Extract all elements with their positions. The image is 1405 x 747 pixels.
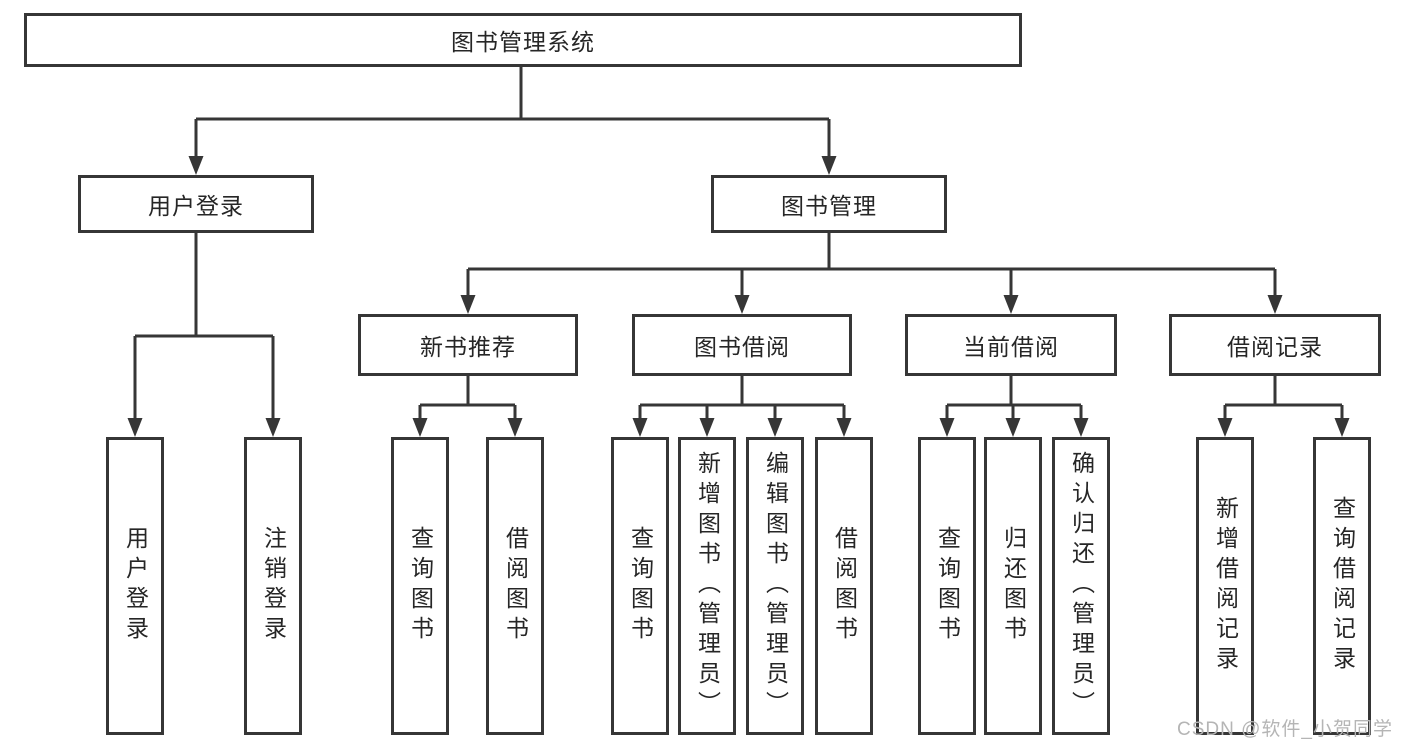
node-current-borrowing-label: 当前借阅	[963, 334, 1059, 360]
leaf-edit-book-admin-label: 编辑图书（管理员）	[762, 451, 789, 721]
leaf-return-books: 归还图书	[984, 437, 1042, 735]
leaf-query-borrow-record: 查询借阅记录	[1313, 437, 1371, 735]
leaf-logout-label: 注销登录	[260, 526, 287, 646]
node-book-borrowing-label: 图书借阅	[694, 334, 790, 360]
node-current-borrowing: 当前借阅	[905, 314, 1117, 376]
leaf-add-book-admin-label: 新增图书（管理员）	[694, 451, 721, 721]
node-library-management-system-label: 图书管理系统	[451, 29, 595, 55]
leaf-add-borrow-record-label: 新增借阅记录	[1212, 496, 1239, 676]
leaf-user-login: 用户登录	[106, 437, 164, 735]
node-borrowing-records: 借阅记录	[1169, 314, 1381, 376]
leaf-query-books-recommendation-label: 查询图书	[407, 526, 434, 646]
leaf-edit-book-admin: 编辑图书（管理员）	[746, 437, 804, 735]
node-new-book-recommendation-label: 新书推荐	[420, 334, 516, 360]
connector-current-borrowing-children	[939, 376, 1089, 437]
connector-book-borrowing-children	[632, 376, 852, 437]
node-borrowing-records-label: 借阅记录	[1227, 334, 1323, 360]
leaf-query-borrow-record-label: 查询借阅记录	[1329, 496, 1356, 676]
leaf-logout: 注销登录	[244, 437, 302, 735]
node-user-login-label: 用户登录	[148, 193, 244, 219]
leaf-return-books-label: 归还图书	[1000, 526, 1027, 646]
leaf-user-login-label: 用户登录	[122, 526, 149, 646]
connector-root-to-level2	[188, 67, 837, 175]
leaf-confirm-return-admin: 确认归还（管理员）	[1052, 437, 1110, 735]
connector-book-management-children	[460, 233, 1283, 314]
leaf-borrow-books-borrowing: 借阅图书	[815, 437, 873, 735]
leaf-query-books-borrowing-label: 查询图书	[627, 526, 654, 646]
node-library-management-system: 图书管理系统	[24, 13, 1022, 67]
leaf-confirm-return-admin-label: 确认归还（管理员）	[1068, 451, 1095, 721]
leaf-query-books-current: 查询图书	[918, 437, 976, 735]
node-book-borrowing: 图书借阅	[632, 314, 852, 376]
leaf-add-borrow-record: 新增借阅记录	[1196, 437, 1254, 735]
connector-borrowing-records-children	[1217, 376, 1350, 437]
connector-user-login-children	[127, 233, 281, 437]
leaf-query-books-recommendation: 查询图书	[391, 437, 449, 735]
leaf-borrow-books-borrowing-label: 借阅图书	[831, 526, 858, 646]
leaf-query-books-current-label: 查询图书	[934, 526, 961, 646]
csdn-watermark: CSDN @软件_小贺同学	[1177, 719, 1393, 740]
leaf-borrow-books-recommendation: 借阅图书	[486, 437, 544, 735]
node-book-management-label: 图书管理	[781, 193, 877, 219]
leaf-add-book-admin: 新增图书（管理员）	[678, 437, 736, 735]
leaf-borrow-books-recommendation-label: 借阅图书	[502, 526, 529, 646]
node-new-book-recommendation: 新书推荐	[358, 314, 578, 376]
node-book-management: 图书管理	[711, 175, 947, 233]
node-user-login: 用户登录	[78, 175, 314, 233]
leaf-query-books-borrowing: 查询图书	[611, 437, 669, 735]
connector-new-book-recommendation-children	[412, 376, 523, 437]
